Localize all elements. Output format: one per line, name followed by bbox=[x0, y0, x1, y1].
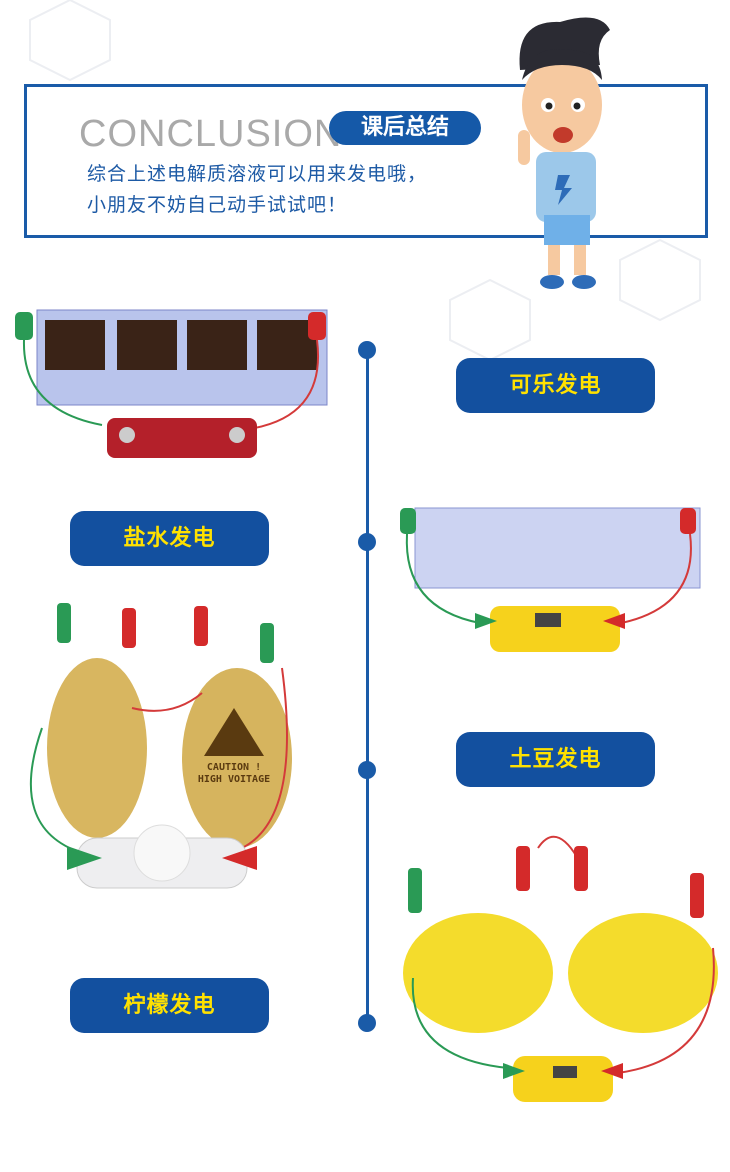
label-potato-power: 土豆发电 bbox=[456, 732, 655, 787]
potato-battery-image: CAUTION ! HIGH VOITAGE bbox=[29, 603, 292, 889]
description-line-2: 小朋友不妨自己动手试试吧！ bbox=[87, 194, 348, 216]
label-cola-power: 可乐发电 bbox=[456, 358, 655, 413]
timeline-dot bbox=[358, 533, 376, 551]
timeline-dot bbox=[358, 341, 376, 359]
timeline-dot bbox=[358, 1014, 376, 1032]
saltwater-battery-image bbox=[400, 507, 701, 652]
description-line-1: 综合上述电解质溶液可以用来发电哦， bbox=[87, 163, 428, 185]
lemon-battery-image bbox=[403, 835, 718, 1102]
label-lemon-power: 柠檬发电 bbox=[70, 978, 269, 1033]
molecule-background bbox=[29, 0, 701, 360]
cola-battery-image bbox=[15, 309, 328, 458]
warning-triangle-icon bbox=[204, 708, 264, 756]
timeline-line bbox=[366, 350, 369, 1025]
high-voltage-text: HIGH VOITAGE bbox=[198, 774, 270, 785]
summary-badge: 课后总结 bbox=[329, 111, 481, 145]
caution-text: CAUTION ! bbox=[207, 762, 261, 773]
cartoon-boy-illustration bbox=[518, 17, 610, 289]
timeline-dot bbox=[358, 761, 376, 779]
label-saltwater-power: 盐水发电 bbox=[70, 511, 269, 566]
conclusion-title: CONCLUSION bbox=[79, 113, 343, 155]
